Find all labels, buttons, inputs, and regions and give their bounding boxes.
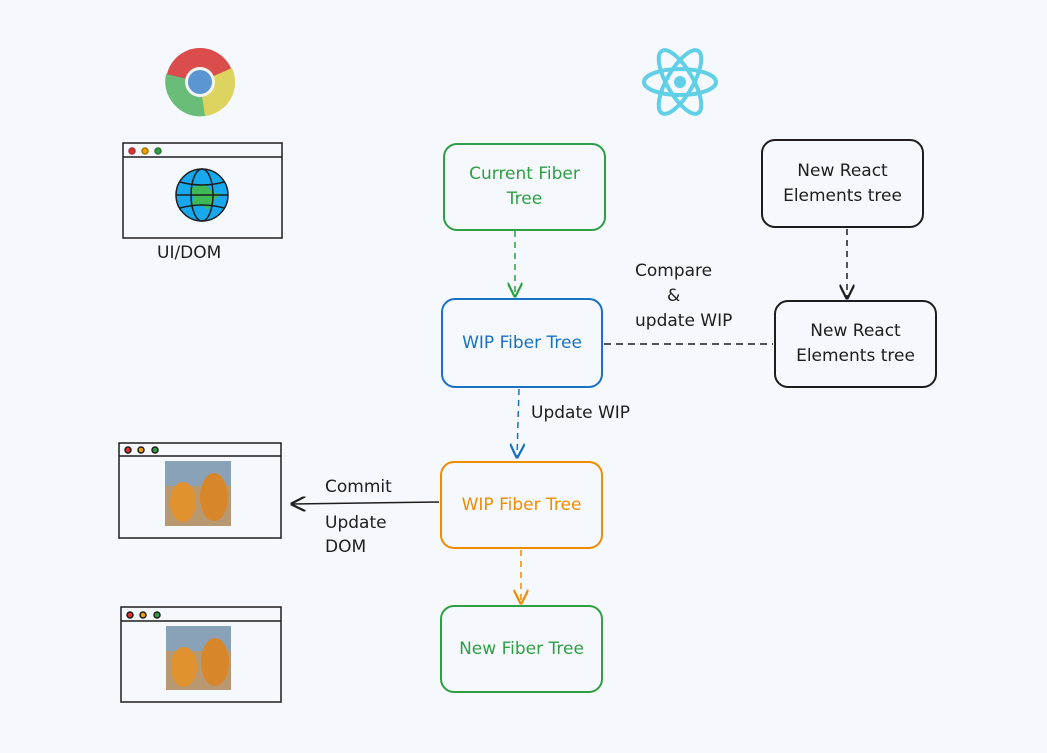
ui-dom-label: UI/DOM	[157, 243, 222, 263]
browser-window-after-commit	[120, 606, 282, 703]
node-new-react-elements-right: New React Elements tree	[774, 300, 937, 388]
node-new-react-elements-top: New React Elements tree	[761, 139, 924, 228]
browser-window-ui-dom	[122, 142, 283, 239]
compare-update-label: update WIP	[635, 311, 733, 331]
react-icon	[642, 48, 718, 116]
node-new-fiber-tree: New Fiber Tree	[440, 605, 603, 693]
compare-label: Compare	[635, 261, 713, 281]
commit-label: Commit	[325, 477, 392, 497]
chrome-icon	[165, 48, 236, 117]
arrow-commit	[292, 502, 440, 504]
cat-photo	[166, 626, 231, 690]
node-wip-fiber-tree-blue: WIP Fiber Tree	[441, 298, 603, 388]
update-dom-label: Update	[325, 513, 387, 533]
node-current-fiber-tree: Current Fiber Tree	[443, 143, 606, 231]
dom-label: DOM	[325, 537, 367, 557]
arrow-update-wip	[517, 388, 519, 457]
browser-window-before-commit	[118, 442, 282, 539]
globe-icon	[175, 168, 229, 222]
update-wip-label: Update WIP	[531, 403, 631, 423]
node-wip-fiber-tree-orange: WIP Fiber Tree	[440, 461, 603, 549]
cat-photo	[165, 461, 231, 526]
compare-ampersand: &	[667, 286, 681, 306]
